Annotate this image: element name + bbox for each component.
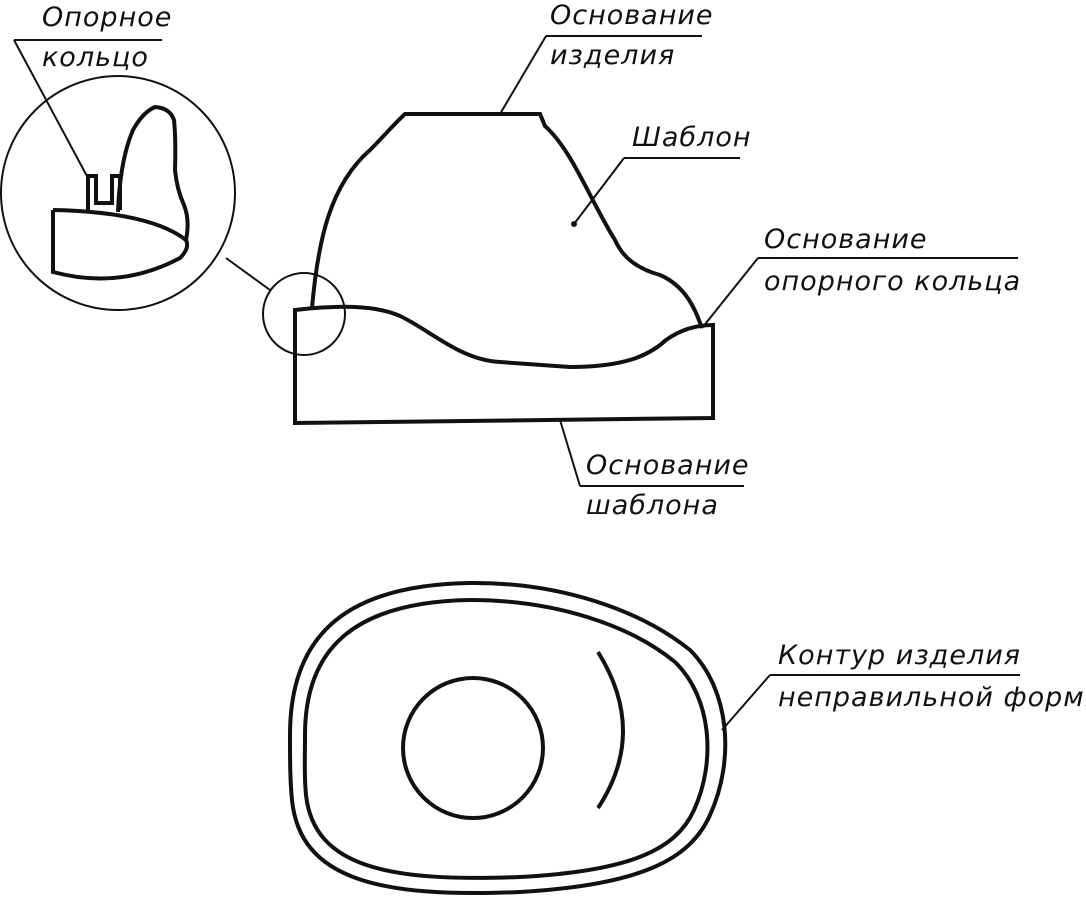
label-ring-base-line1: Основание <box>764 224 928 255</box>
leader-product-base <box>499 35 547 115</box>
label-ring-base-line2: опорного кольца <box>764 266 1022 297</box>
leader-ring-base <box>701 257 759 329</box>
template-base-block <box>293 304 715 426</box>
leader-contour <box>721 674 771 731</box>
leader-template-base <box>559 419 581 487</box>
label-product-base-line2: изделия <box>550 40 676 71</box>
detail-circle <box>0 75 236 311</box>
contour-outer <box>287 580 728 896</box>
label-template-base-line1: Основание <box>586 450 750 481</box>
template-profile <box>310 112 704 329</box>
inner-arc <box>596 650 625 810</box>
label-contour-line2: неправильной формы <box>778 682 1086 713</box>
label-support-ring-line2: кольцо <box>42 42 149 73</box>
detail-template-edge <box>116 104 190 241</box>
label-template-base-line2: шаблона <box>586 490 719 521</box>
label-contour-line1: Контур изделия <box>778 640 1021 671</box>
label-product-base-line1: Основание <box>550 0 714 31</box>
label-support-ring-line1: Опорное <box>42 2 173 33</box>
contour-inner <box>302 597 710 880</box>
inner-circle <box>401 676 545 820</box>
detail-connector-line <box>225 257 271 291</box>
detail-support-ring <box>86 174 122 210</box>
leader-support-ring <box>13 39 89 179</box>
zoom-circle <box>262 272 346 356</box>
leader-template <box>573 157 625 225</box>
detail-base-block <box>51 208 190 281</box>
label-template: Шаблон <box>632 122 752 153</box>
leader-template-dot <box>571 221 577 227</box>
